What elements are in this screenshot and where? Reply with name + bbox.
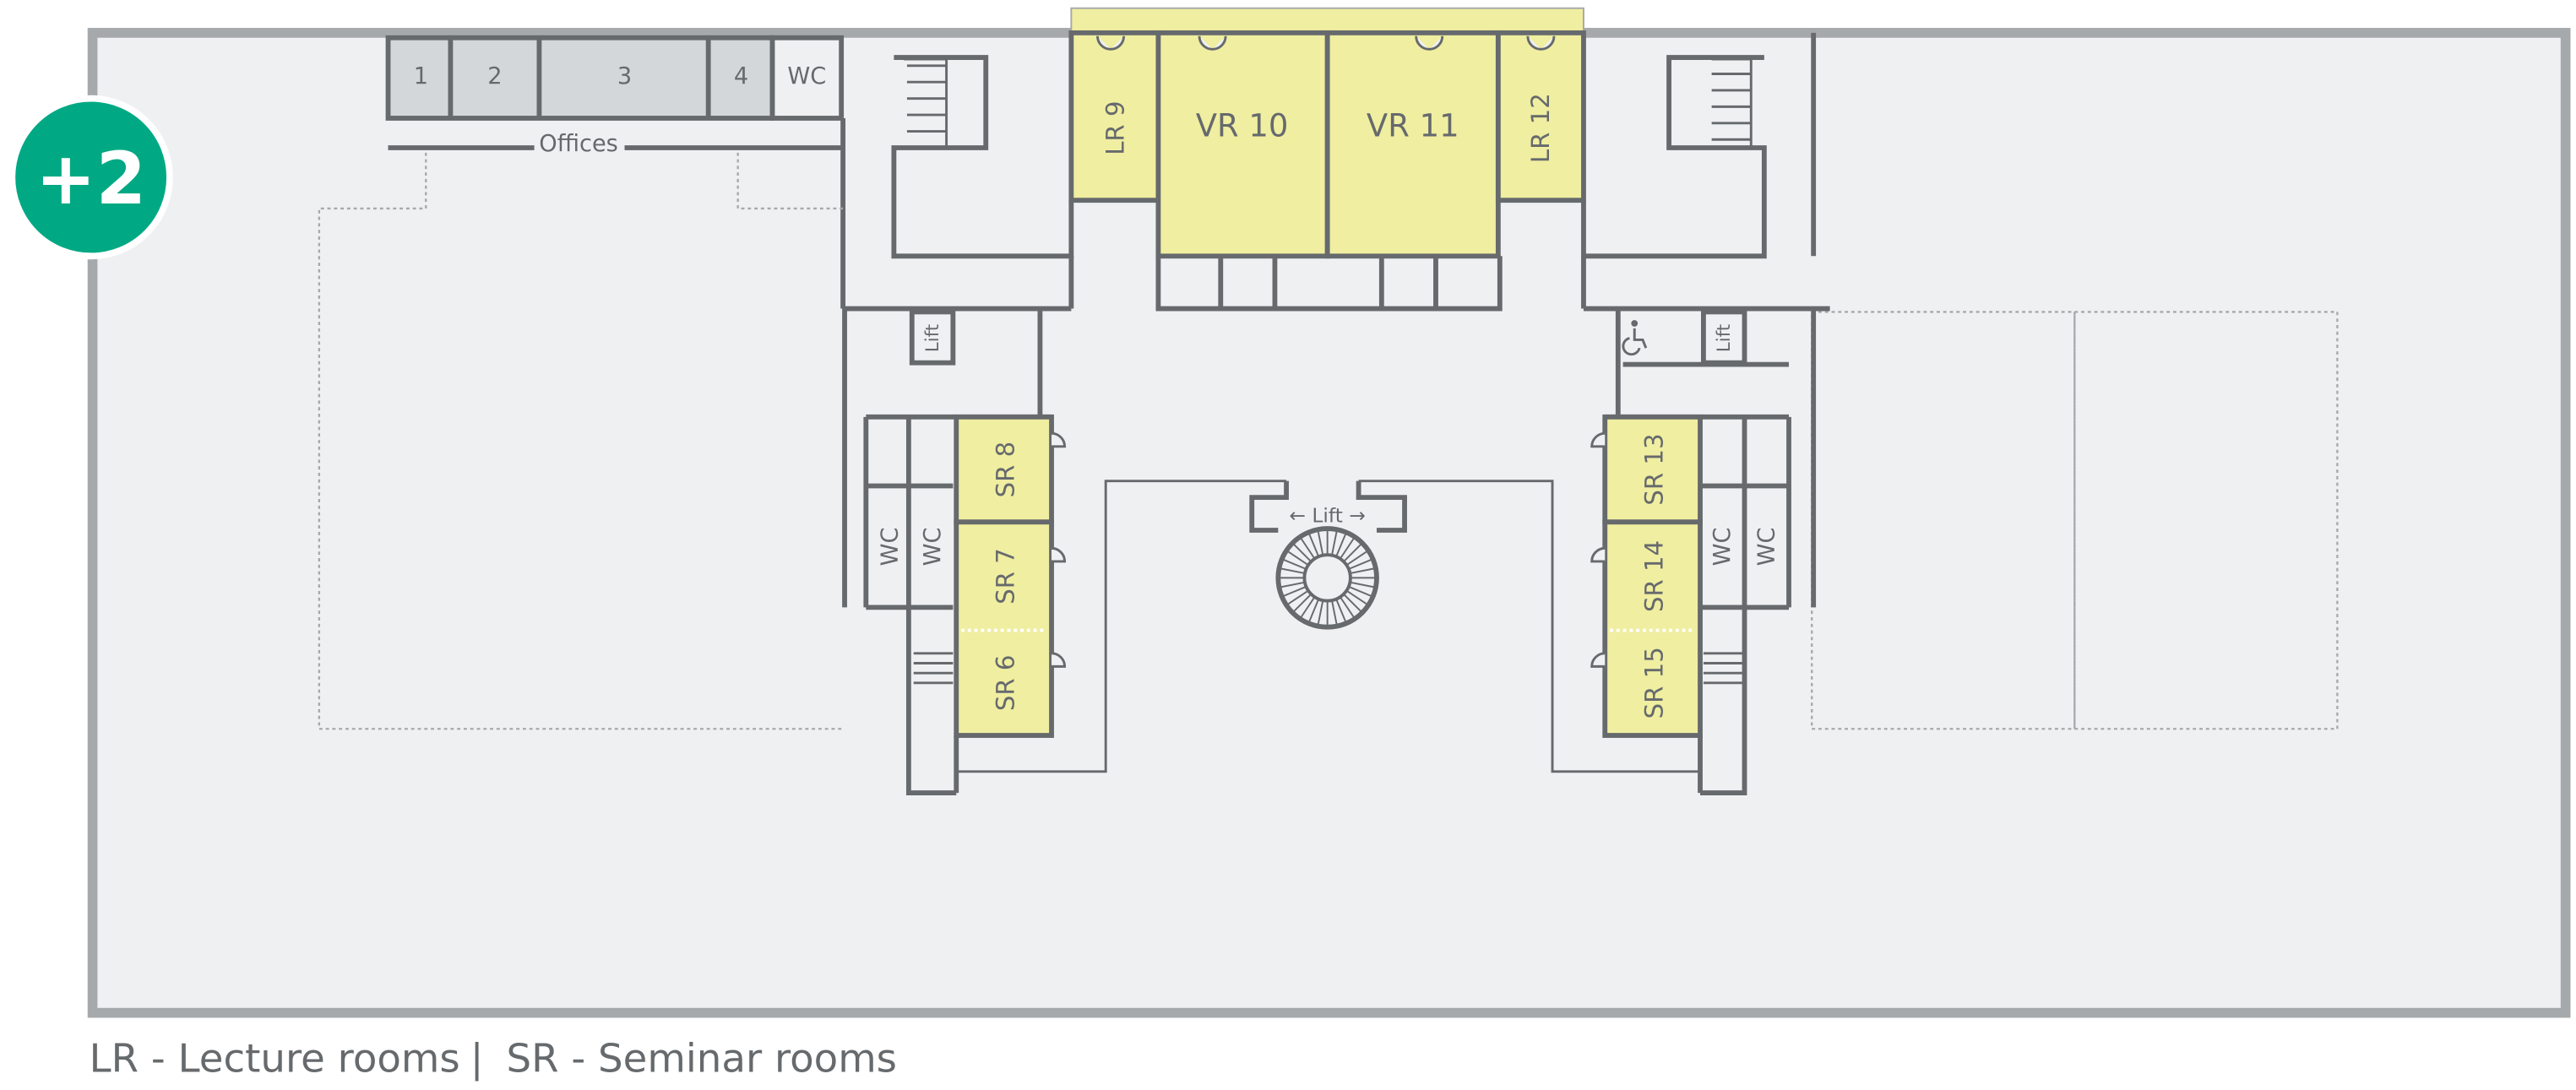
stair-tread — [1339, 537, 1355, 560]
central-lift: ← Lift → — [1249, 480, 1407, 533]
core-walls — [842, 32, 1830, 796]
wheelchair-icon — [1622, 320, 1648, 356]
offices-block: 1 2 3 4 WC Offices — [385, 35, 846, 309]
stair-tread — [1345, 550, 1368, 567]
wc-label-left-2: WC — [920, 527, 946, 566]
stair-tread — [1280, 581, 1306, 588]
room-label-vr11: VR 11 — [1367, 107, 1459, 144]
lift-label-right: Lift — [1714, 324, 1735, 352]
room-label-lr12: LR 12 — [1526, 93, 1555, 163]
floor-number: +2 — [35, 138, 146, 221]
room-vr11[interactable] — [1324, 30, 1501, 259]
office-wc-label: WC — [787, 63, 826, 89]
offices-corridor-label: Offices — [539, 131, 618, 157]
stair-tread — [1339, 596, 1355, 618]
stair-tread — [1348, 585, 1372, 597]
room-sr8[interactable] — [954, 414, 1054, 525]
stair-tread — [1343, 543, 1362, 562]
spiral-staircase-icon — [1275, 526, 1379, 630]
room-label-sr8: SR 8 — [991, 442, 1019, 498]
stair-tread — [1335, 533, 1347, 557]
stair-tread — [1331, 530, 1338, 556]
room-label-vr10: VR 10 — [1196, 107, 1289, 144]
room-label-sr6: SR 6 — [991, 655, 1019, 712]
room-sr13[interactable] — [1602, 414, 1703, 525]
stair-tread — [1283, 585, 1307, 597]
room-label-lr9: LR 9 — [1101, 100, 1130, 155]
stair-tread — [1308, 599, 1320, 622]
stair-tread — [1287, 589, 1309, 605]
room-label-sr14: SR 14 — [1639, 540, 1668, 612]
room-vr10[interactable] — [1155, 30, 1330, 259]
stair-tread — [1317, 599, 1324, 625]
office-1-label: 1 — [414, 63, 428, 89]
stair-tread — [1293, 543, 1312, 562]
central-lift-label: ← Lift → — [1289, 503, 1365, 527]
room-label-sr15: SR 15 — [1639, 647, 1668, 719]
stair-tread — [1331, 599, 1338, 625]
room-label-sr7: SR 7 — [991, 548, 1019, 605]
wc-label-left-1: WC — [877, 527, 903, 566]
legend-sr: SR - Seminar rooms — [507, 1037, 897, 1082]
open-area-outline-right-2 — [2073, 311, 2339, 730]
stair-tread — [1280, 567, 1306, 575]
lift-label-left: Lift — [922, 324, 943, 352]
office-4-label: 4 — [734, 63, 748, 89]
office-3-label: 3 — [617, 63, 632, 89]
lecture-block: LR 9 VR 10 VR 11 LR 12 — [1068, 7, 1586, 259]
stair-tread — [1283, 558, 1307, 570]
stair-tread — [1345, 589, 1368, 605]
floor-badge: +2 — [8, 95, 173, 260]
legend-lr: LR - Lecture rooms — [90, 1037, 460, 1082]
open-area-outline-left — [318, 152, 845, 730]
room-lr9[interactable] — [1068, 30, 1161, 203]
stair-tread — [1287, 550, 1309, 567]
room-lr12[interactable] — [1495, 30, 1586, 203]
room-label-sr13: SR 13 — [1639, 433, 1668, 505]
stair-tread — [1350, 567, 1375, 575]
legend: LR - Lecture rooms | SR - Seminar rooms — [90, 1037, 897, 1082]
stair-tread — [1350, 581, 1375, 588]
atrium-outline — [956, 480, 1701, 773]
stair-tread — [1317, 530, 1324, 556]
stair-tread — [1343, 593, 1362, 612]
wc-label-right-1: WC — [1709, 527, 1736, 566]
wc-label-right-2: WC — [1754, 527, 1780, 566]
office-2-label: 2 — [487, 63, 502, 89]
stair-tread — [1348, 558, 1372, 570]
stair-tread — [1300, 537, 1316, 560]
stair-tread — [1308, 533, 1320, 557]
stair-tread — [1335, 599, 1347, 622]
stair-tread — [1300, 596, 1316, 618]
legend-separator: | — [470, 1037, 484, 1082]
stair-tread — [1293, 593, 1312, 612]
